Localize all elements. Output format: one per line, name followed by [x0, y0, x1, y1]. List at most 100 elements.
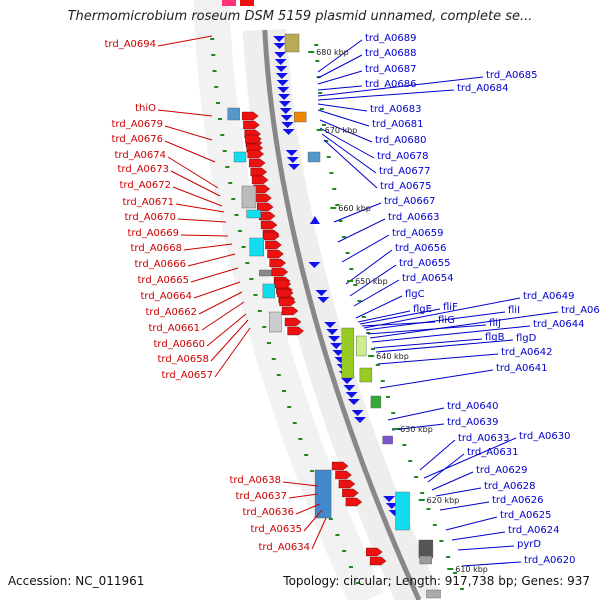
gene-arrow: [309, 216, 320, 224]
gene-label-trd-a0668: trd_A0668: [131, 243, 183, 254]
gene-label-trd-a0680: trd_A0680: [375, 135, 427, 146]
gene-arrow: [353, 417, 366, 423]
gene-label-trd-a0694: trd_A0694: [105, 39, 157, 50]
gene-label-trd-a0667: trd_A0667: [384, 196, 436, 207]
gene-label-trd-a0672: trd_A0672: [120, 180, 172, 191]
leader-line-flij: [367, 324, 487, 335]
tick-mark: [257, 310, 262, 312]
gene-block: [262, 283, 276, 299]
tick-mark: [348, 566, 353, 568]
gene-label-trd-a0656: trd_A0656: [395, 243, 447, 254]
tick-mark: [332, 188, 337, 190]
gene-arrow: [335, 470, 352, 480]
gene-arrow: [281, 306, 299, 316]
leader-line-trd-a0680: [319, 119, 373, 143]
backbone-line: [262, 29, 422, 600]
gene-label-flgb: flgB: [485, 332, 505, 343]
leader-line-trd-a0679: [164, 125, 213, 141]
map-title: Thermomicrobium roseum DSM 5159 plasmid …: [67, 9, 533, 24]
gene-block: [233, 151, 247, 163]
gene-arrow: [265, 240, 282, 250]
gene-label-trd-a0625: trd_A0625: [500, 510, 552, 521]
gene-arrow: [279, 108, 292, 114]
tick-mark: [315, 60, 320, 62]
gene-label-trd-a0640: trd_A0640: [447, 401, 499, 412]
gene-arrow: [242, 111, 259, 121]
gene-block: [307, 151, 321, 163]
tick-mark: [211, 54, 216, 56]
leader-line-trd-a0628: [435, 487, 482, 497]
tick-mark: [375, 364, 380, 366]
tick-mark: [426, 508, 431, 510]
gene-label-trd-a0644: trd_A0644: [533, 319, 585, 330]
leader-line-trd-a0630: [423, 437, 517, 479]
gene-label-layer: trd_A0694thiOtrd_A0679trd_A0676trd_A0674…: [105, 33, 600, 566]
kbp-tick: [418, 499, 425, 501]
leader-line-flgb: [373, 338, 483, 349]
accession-text: Accession: NC_011961: [8, 574, 145, 588]
gene-arrow: [351, 410, 364, 416]
gene-arrow: [326, 329, 339, 335]
gene-block: [370, 395, 382, 409]
gene-arrow: [250, 167, 268, 177]
gene-block: [426, 589, 441, 599]
gene-label-trd-a0630: trd_A0630: [519, 431, 571, 442]
leader-line-flgc: [355, 295, 403, 319]
gene-block: [341, 327, 355, 379]
tick-mark: [380, 380, 385, 382]
tick-mark: [245, 262, 250, 264]
gene-arrow: [342, 488, 359, 498]
leader-line-trd-a0636: [295, 503, 321, 515]
gene-label-trd-a0655: trd_A0655: [399, 258, 451, 269]
gene-arrow: [345, 392, 358, 398]
leader-line-flif: [359, 308, 441, 325]
gene-arrow: [251, 175, 269, 185]
tick-mark: [310, 470, 315, 472]
leader-line-trd-a0681: [317, 109, 370, 127]
gene-label-pyrd: pyrD: [517, 539, 541, 550]
gene-label-trd-a0681: trd_A0681: [372, 119, 424, 130]
gene-arrow: [275, 73, 288, 79]
kbp-label: 620 kbp: [427, 496, 460, 505]
tick-mark: [266, 342, 271, 344]
leader-line-trd-a0655: [349, 264, 397, 297]
leader-line-trd-a0676: [164, 140, 216, 163]
leader-line-trd-a0675: [323, 139, 378, 189]
gene-block: [419, 555, 432, 565]
gene-arrow: [274, 52, 287, 58]
tick-mark: [439, 540, 444, 542]
gene-label-trd-a0629: trd_A0629: [476, 465, 528, 476]
gene-label-trd-a0624: trd_A0624: [508, 525, 560, 536]
gene-arrow: [366, 547, 383, 557]
kbp-label: 660 kbp: [338, 204, 371, 213]
leader-line-trd-a0678: [319, 127, 375, 159]
gene-label-trd-a0687: trd_A0687: [365, 64, 417, 75]
gene-arrow: [282, 129, 295, 135]
tick-layer: [210, 38, 464, 590]
leader-line-trd-a0634: [311, 517, 327, 550]
leader-line-trd-a0629: [431, 471, 474, 491]
gene-label-trd-a0677: trd_A0677: [379, 166, 431, 177]
gene-arrow: [343, 385, 356, 391]
leader-line-flgd: [375, 339, 514, 353]
leader-line-trd-a0626: [439, 501, 490, 511]
gene-top-fragment: [222, 0, 236, 6]
leader-line-trd-a0656: [345, 249, 393, 285]
leader-line-flii: [365, 311, 506, 331]
leader-line-trd-a0687: [317, 70, 363, 85]
gene-block: [395, 491, 410, 531]
gene-label-trd-a0649: trd_A0649: [523, 291, 575, 302]
leader-line-trd-a0637: [288, 493, 319, 499]
gene-arrow: [324, 322, 337, 328]
leader-line-trd-a0672: [172, 186, 223, 207]
gene-block: [246, 209, 261, 219]
gene-label-trd-a0669: trd_A0669: [128, 228, 180, 239]
gene-label-flii: fliI: [508, 305, 520, 316]
gene-arrow: [273, 36, 286, 42]
tick-mark: [338, 220, 343, 222]
tick-mark: [304, 454, 309, 456]
tick-mark: [271, 358, 276, 360]
leader-line-trd-a0667: [333, 202, 382, 223]
leader-line-trd-a0669: [180, 234, 229, 237]
gene-arrow: [257, 202, 274, 212]
